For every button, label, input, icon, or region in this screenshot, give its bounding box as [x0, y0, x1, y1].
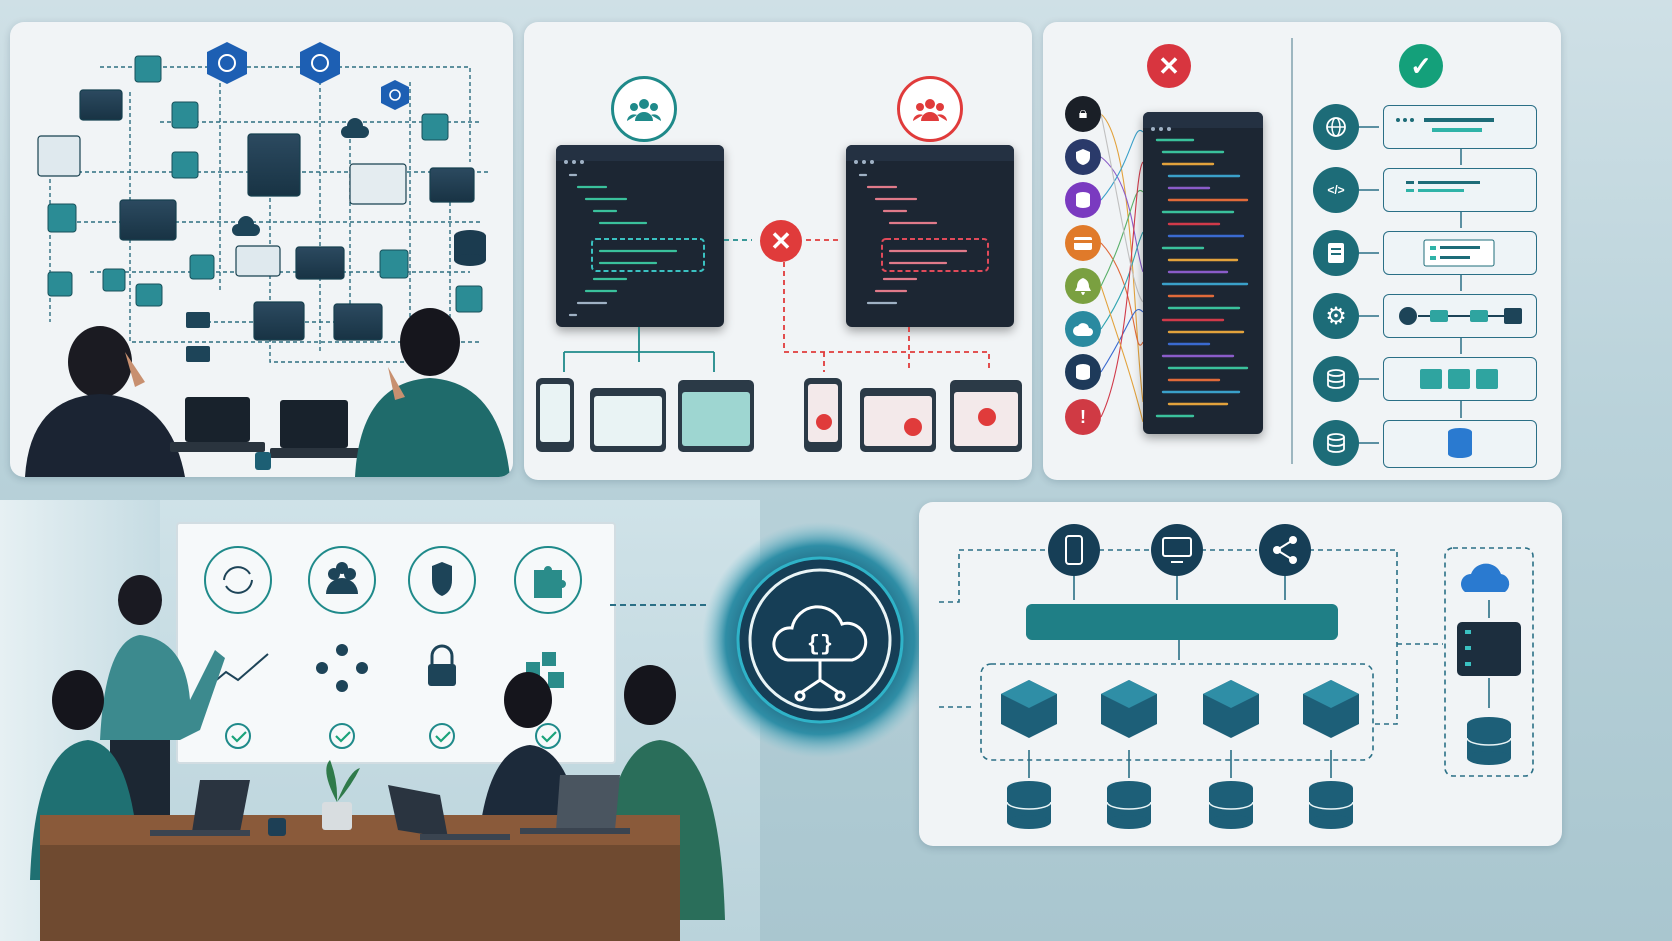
- database-icon: [1309, 781, 1353, 829]
- api-gateway: [1026, 604, 1338, 640]
- panel-team-whiteboard: [0, 500, 760, 941]
- cloud-code-icon: [772, 605, 868, 702]
- panel-tangled-vs-structured: ✕ ✓ 🔒︎ !: [1043, 22, 1561, 480]
- database-icon: [1209, 781, 1253, 829]
- desktop-client-error: [950, 380, 1022, 452]
- document-icon: [1313, 230, 1359, 276]
- web-client-ok: [590, 388, 666, 452]
- engineer-left: [25, 326, 185, 477]
- bell-icon: [1065, 268, 1101, 304]
- users-icon: [897, 76, 963, 142]
- svg-text:{}: {}: [807, 632, 833, 657]
- gear-icon: ⚙: [1313, 293, 1359, 339]
- web-client-error: [860, 388, 936, 452]
- microservice-diagram: [939, 524, 1534, 829]
- code-window-valid: [556, 145, 724, 327]
- monolith-code-window: [1143, 112, 1263, 434]
- tangled-connections: [1100, 113, 1144, 423]
- panel-breaking-change: ✕: [524, 22, 1032, 480]
- service-cube: [1203, 680, 1259, 738]
- alert-icon: !: [1065, 399, 1101, 435]
- database-icon: [1065, 182, 1101, 218]
- globe-icon: [1313, 104, 1359, 150]
- divider: [1291, 38, 1293, 464]
- monitor-icon: [1151, 524, 1203, 576]
- kubernetes-icon: [207, 42, 247, 84]
- database-icon: [1107, 781, 1151, 829]
- panel-architecture-map: [10, 22, 513, 477]
- pipeline-step-validate: [1383, 231, 1537, 275]
- payment-card-icon: [1065, 225, 1101, 261]
- laptop: [170, 397, 265, 452]
- cloud-icon: [1461, 563, 1510, 592]
- service-cube: [1303, 680, 1359, 738]
- pipeline-step-database: [1383, 420, 1537, 468]
- kubernetes-icon: [300, 42, 340, 84]
- whiteboard-content: [204, 546, 582, 749]
- service-cube: [1001, 680, 1057, 738]
- structured-pipeline-arrows: [1357, 126, 1462, 444]
- pipeline-step-parse: [1383, 168, 1537, 212]
- architecture-diagram: [25, 42, 510, 477]
- coffee-mug: [255, 452, 271, 470]
- pipeline-step-store: [1383, 357, 1537, 401]
- api-hub: {}: [700, 520, 940, 760]
- mobile-client-ok: [536, 378, 574, 452]
- shield-icon: [1065, 139, 1101, 175]
- code-file-icon: </>: [1313, 167, 1359, 213]
- team-illustration: [30, 575, 725, 941]
- close-icon: ✕: [1147, 44, 1191, 88]
- laptop: [270, 400, 360, 458]
- desktop-client-ok: [678, 380, 754, 452]
- service-cube: [1101, 680, 1157, 738]
- code-window-broken: [846, 145, 1014, 327]
- cloud-icon: [1065, 311, 1101, 347]
- database-icon: [1065, 354, 1101, 390]
- whiteboard: [176, 522, 616, 764]
- laptop: [150, 780, 250, 836]
- laptop: [388, 785, 510, 840]
- database-icon: [1007, 781, 1051, 829]
- connector: [610, 604, 710, 606]
- pipeline-step-process: [1383, 294, 1537, 338]
- engineer-right: [355, 308, 510, 477]
- pipeline-step-request: [1383, 105, 1537, 149]
- server-icon: [1457, 622, 1521, 676]
- check-icon: ✓: [1399, 44, 1443, 88]
- mobile-icon: [1048, 524, 1100, 576]
- users-icon: [611, 76, 677, 142]
- flow-arrows: [563, 239, 990, 372]
- panel-microservices: [919, 502, 1562, 846]
- coffee-mug: [268, 818, 286, 836]
- laptop: [520, 775, 630, 834]
- database-icon: [1313, 356, 1359, 402]
- database-icon: [1467, 717, 1511, 765]
- plant: [322, 760, 360, 830]
- mobile-client-error: [804, 378, 842, 452]
- kubernetes-icon: [381, 80, 409, 110]
- close-icon: ✕: [760, 220, 802, 262]
- database-icon: [1313, 420, 1359, 466]
- share-icon: [1259, 524, 1311, 576]
- lock-icon: 🔒︎: [1065, 96, 1101, 132]
